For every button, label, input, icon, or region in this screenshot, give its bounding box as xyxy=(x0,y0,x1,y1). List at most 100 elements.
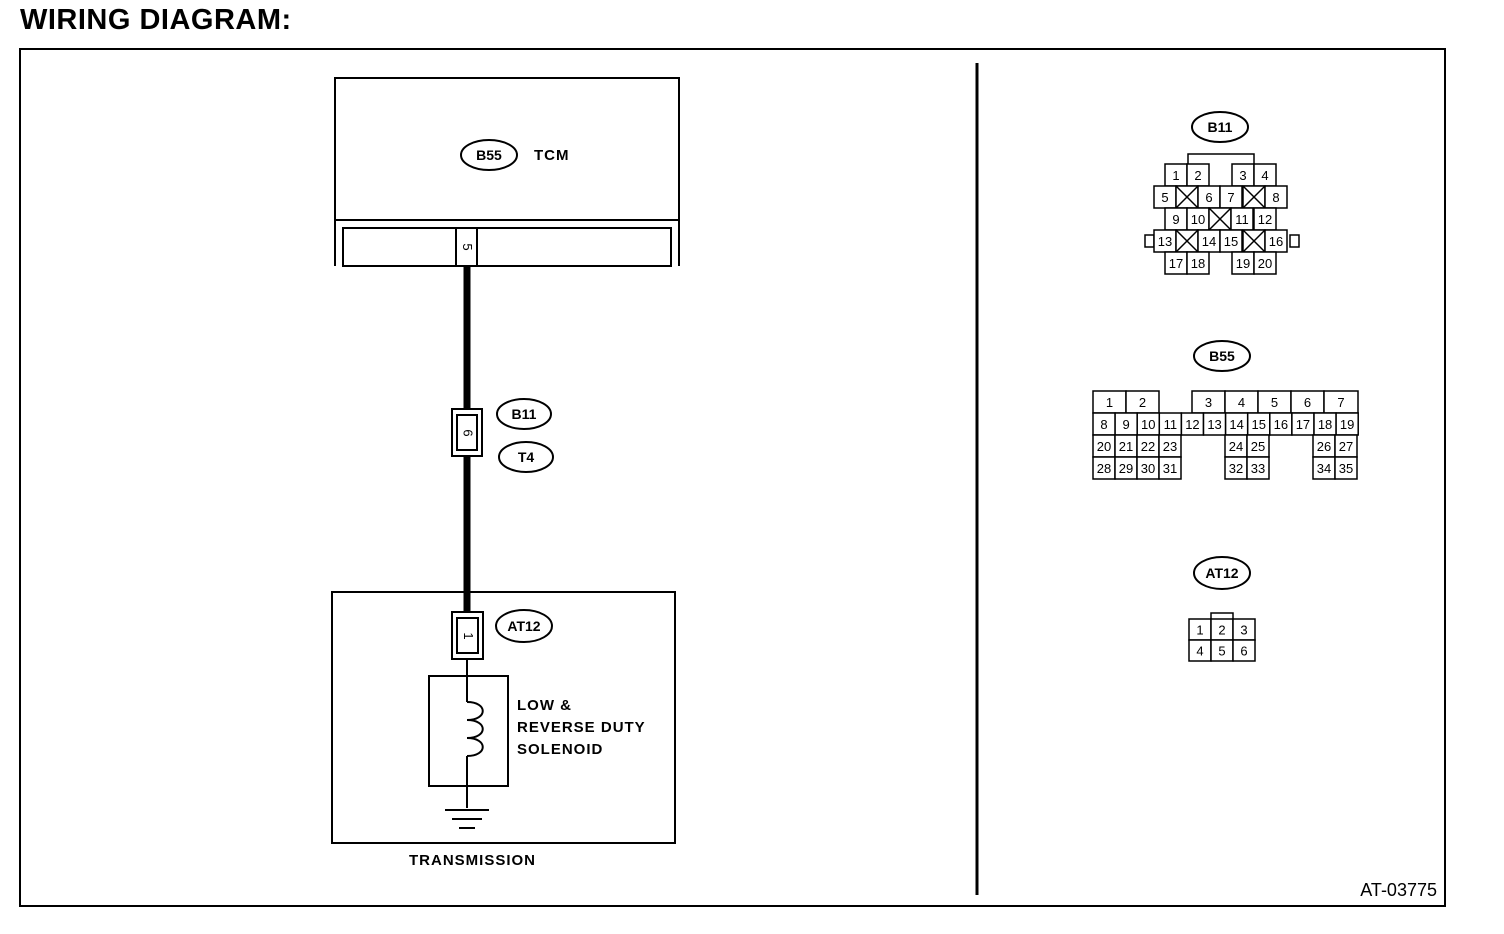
b11-pin-label: 16 xyxy=(1269,234,1283,249)
ground-icon xyxy=(445,809,489,829)
at12-pin-label: 6 xyxy=(1240,644,1247,659)
b55-pin-label: 32 xyxy=(1229,461,1243,476)
b11-pin-label: 18 xyxy=(1191,256,1205,271)
b55-pin-label: 3 xyxy=(1205,395,1212,410)
tcm-pin-number: 5 xyxy=(460,243,475,250)
solenoid-box xyxy=(428,675,509,787)
b55-pin-label: 20 xyxy=(1097,439,1111,454)
at12-pin-label: 1 xyxy=(1196,623,1203,638)
b55-pin-label: 17 xyxy=(1296,417,1310,432)
at12-pin-label: 4 xyxy=(1196,644,1203,659)
b11-blank-cross xyxy=(1175,229,1199,253)
b11-cell xyxy=(1253,251,1277,275)
b55-pin-label: 24 xyxy=(1229,439,1243,454)
joint-connector-top-label: B11 xyxy=(512,406,537,422)
b55-pin-label: 15 xyxy=(1252,417,1266,432)
b55-pin-label: 26 xyxy=(1317,439,1331,454)
b11-blank-cross xyxy=(1175,185,1199,209)
b55-pin-label: 13 xyxy=(1207,417,1221,432)
b55-pin-label: 4 xyxy=(1238,395,1245,410)
b11-blank-cross xyxy=(1242,229,1266,253)
b11-pin-label: 15 xyxy=(1224,234,1238,249)
transmission-unit: 1 AT12 LOW & REVERSE DUTY SOLENOID xyxy=(331,591,676,844)
b11-pin-label: 13 xyxy=(1158,234,1172,249)
at12-pin-label: 5 xyxy=(1218,644,1225,659)
b55-pin-label: 31 xyxy=(1163,461,1177,476)
diagram-frame xyxy=(19,48,1446,907)
b11-pin-label: 20 xyxy=(1258,256,1272,271)
tcm-connector-strip xyxy=(342,227,672,267)
b11-pin-label: 14 xyxy=(1202,234,1216,249)
b11-pin-label: 7 xyxy=(1227,190,1234,205)
figure-id: AT-03775 xyxy=(1360,880,1437,900)
b11-pin-label: 9 xyxy=(1172,212,1179,227)
at12-pin-label: 3 xyxy=(1240,623,1247,638)
b55-pin-label: 7 xyxy=(1337,395,1344,410)
b11-pin-label: 10 xyxy=(1191,212,1205,227)
b11-pin-label: 1 xyxy=(1172,168,1179,183)
solenoid-coil-icon xyxy=(466,701,484,757)
b55-pin-label: 18 xyxy=(1318,417,1332,432)
b55-pin-label: 23 xyxy=(1163,439,1177,454)
b11-pin-label: 8 xyxy=(1272,190,1279,205)
b55-pin-label: 6 xyxy=(1304,395,1311,410)
b11-view-label: B11 xyxy=(1208,119,1233,135)
at12-pin-number: 1 xyxy=(461,632,476,639)
tcm-connector-label: B55 xyxy=(476,147,502,163)
b11-pin-label: 5 xyxy=(1161,190,1168,205)
b55-pin-label: 35 xyxy=(1339,461,1353,476)
b11-pin-label: 4 xyxy=(1261,168,1268,183)
b55-pin-label: 21 xyxy=(1119,439,1133,454)
b55-pin-label: 29 xyxy=(1119,461,1133,476)
b55-pin-label: 5 xyxy=(1271,395,1278,410)
b55-pin-label: 10 xyxy=(1141,417,1155,432)
at12-cell xyxy=(1232,639,1256,662)
b55-pin-label: 30 xyxy=(1141,461,1155,476)
b11-blank-cross xyxy=(1242,185,1266,209)
b55-pin-label: 1 xyxy=(1106,395,1113,410)
b55-cell xyxy=(1158,456,1182,480)
b55-pin-label: 9 xyxy=(1123,417,1130,432)
b11-cell xyxy=(1219,229,1243,253)
b55-pin-label: 11 xyxy=(1164,417,1178,432)
b55-pin-label: 14 xyxy=(1229,417,1243,432)
tcm-connector-oval xyxy=(460,139,518,171)
component-label-line-1: LOW & xyxy=(517,697,572,714)
b55-pin-label: 19 xyxy=(1340,417,1354,432)
b55-pin-label: 16 xyxy=(1274,417,1288,432)
b55-pin-label: 28 xyxy=(1097,461,1111,476)
b11-pin-label: 2 xyxy=(1194,168,1201,183)
b55-pin-label: 8 xyxy=(1100,417,1107,432)
tcm-unit: 5 B55 TCM xyxy=(334,77,680,267)
transmission-label: TRANSMISSION xyxy=(409,852,536,869)
at12-view-label: AT12 xyxy=(1205,565,1238,581)
b11-pin-label: 11 xyxy=(1235,212,1249,227)
b11-pin-label: 3 xyxy=(1239,168,1246,183)
b11-pin-label: 12 xyxy=(1258,212,1272,227)
joint-connector-bottom-label: T4 xyxy=(518,449,535,465)
b55-pin-label: 22 xyxy=(1141,439,1155,454)
tcm-name: TCM xyxy=(534,147,570,164)
b55-pin-label: 34 xyxy=(1317,461,1331,476)
page-title: WIRING DIAGRAM: xyxy=(20,4,292,36)
b55-cell xyxy=(1246,456,1270,480)
joint-pin-number: 6 xyxy=(461,429,476,436)
b11-pin-label: 6 xyxy=(1205,190,1212,205)
b55-cell xyxy=(1334,456,1358,480)
b55-pin-label: 25 xyxy=(1251,439,1265,454)
b55-pin-label: 33 xyxy=(1251,461,1265,476)
at12-connector-label: AT12 xyxy=(507,618,540,634)
b11-pin-label: 19 xyxy=(1236,256,1250,271)
b11-pin-label: 17 xyxy=(1169,256,1183,271)
b55-pin-label: 2 xyxy=(1139,395,1146,410)
b55-view-label: B55 xyxy=(1209,348,1235,364)
b11-cell xyxy=(1186,251,1210,275)
component-label-line-3: SOLENOID xyxy=(517,741,603,758)
at12-pin-label: 2 xyxy=(1218,623,1225,638)
b55-pin-label: 12 xyxy=(1185,417,1199,432)
b11-blank-cross xyxy=(1208,207,1232,231)
b55-pin-label: 27 xyxy=(1339,439,1353,454)
